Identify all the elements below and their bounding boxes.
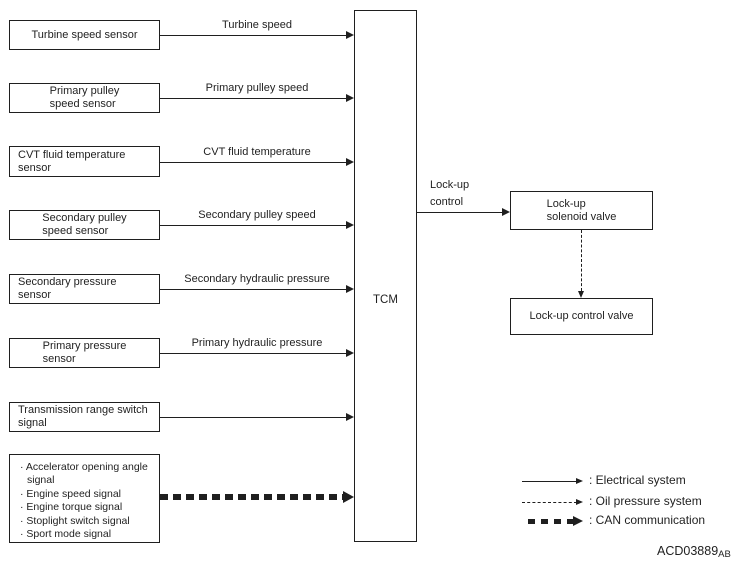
bullet-icon: · xyxy=(20,487,24,500)
signal-label-primary-pulley-speed: Primary pulley speed xyxy=(205,82,309,94)
list-item: · Stoplight switch signal xyxy=(16,515,155,528)
box-primary-pressure-sensor: Primary pressure sensor xyxy=(9,338,160,368)
box-label-line: Transmission range switch xyxy=(18,404,148,416)
box-lockup-solenoid-valve: Lock-up solenoid valve xyxy=(510,191,653,230)
box-label-line: Secondary pressure xyxy=(18,276,117,288)
list-item-label: Engine speed signal xyxy=(26,487,121,500)
list-item: · Accelerator opening angle signal xyxy=(16,461,155,488)
box-label-line: solenoid valve xyxy=(546,210,617,223)
box-label-line: Secondary pulley xyxy=(42,212,127,224)
box-label-line: speed sensor xyxy=(49,98,116,110)
box-transmission-range-switch-signal: Transmission range switch signal xyxy=(9,402,160,432)
box-secondary-pressure-sensor: Secondary pressure sensor xyxy=(9,274,160,304)
box-lockup-control-valve: Lock-up control valve xyxy=(510,298,653,335)
box-label-line: Primary pulley xyxy=(49,85,120,97)
arrow-oil-pressure-to-control-valve xyxy=(578,230,584,298)
legend-can-communication: : CAN communication xyxy=(520,512,732,530)
signal-label-primary-hydraulic-pressure: Primary hydraulic pressure xyxy=(191,337,323,349)
bullet-icon: · xyxy=(20,461,24,473)
legend-label: : Electrical system xyxy=(589,473,686,487)
bullet-icon: · xyxy=(20,514,24,527)
tcm-label: TCM xyxy=(373,294,398,306)
lockup-control-label-line: Lock-up xyxy=(430,179,470,191)
bullet-icon: · xyxy=(20,528,24,541)
box-label-line: speed sensor xyxy=(42,225,109,237)
list-item-label: Sport mode signal xyxy=(26,528,112,541)
signal-label-cvt-fluid-temperature: CVT fluid temperature xyxy=(203,146,311,158)
box-label-line: CVT fluid temperature xyxy=(18,148,126,161)
list-item-label: Stoplight switch signal xyxy=(26,514,130,527)
signal-label-turbine-speed: Turbine speed xyxy=(222,19,292,31)
box-label-line: sensor xyxy=(18,161,52,174)
box-label-line: Turbine speed sensor xyxy=(31,28,138,41)
lockup-control-label: Lock-up control xyxy=(430,177,469,211)
list-item: · Engine speed signal xyxy=(16,488,155,501)
figure-code: ACD03889AB xyxy=(657,544,731,560)
legend-electrical-system: : Electrical system xyxy=(520,472,732,490)
box-primary-pulley-speed-sensor: Primary pulley speed sensor xyxy=(9,83,160,113)
figure-code-suffix: AB xyxy=(718,549,731,560)
box-tcm: TCM xyxy=(354,10,417,542)
box-label-line: Primary pressure xyxy=(42,340,127,352)
bullet-icon: · xyxy=(20,501,24,514)
list-item-label: Accelerator opening angle signal xyxy=(25,461,148,487)
box-cvt-fluid-temperature-sensor: CVT fluid temperature sensor xyxy=(9,146,160,177)
lockup-control-label-line: control xyxy=(430,196,464,208)
list-item: · Sport mode signal xyxy=(16,528,155,541)
legend-oil-pressure-system: : Oil pressure system xyxy=(520,493,732,511)
figure-code-main: ACD03889 xyxy=(657,544,719,558)
box-secondary-pulley-speed-sensor: Secondary pulley speed sensor xyxy=(9,210,160,240)
box-label-line: sensor xyxy=(42,353,76,365)
signal-label-secondary-hydraulic-pressure: Secondary hydraulic pressure xyxy=(184,273,330,285)
list-item-label: Engine torque signal xyxy=(26,501,123,514)
box-label-line: Lock-up xyxy=(546,197,586,210)
legend-label: : Oil pressure system xyxy=(589,494,702,508)
box-label-line: sensor xyxy=(18,289,52,301)
signal-label-secondary-pulley-speed: Secondary pulley speed xyxy=(198,209,316,221)
box-label-line: signal xyxy=(18,417,47,429)
box-can-input-signals: · Accelerator opening angle signal · Eng… xyxy=(9,454,160,543)
box-label-line: Lock-up control valve xyxy=(529,310,634,322)
list-item: · Engine torque signal xyxy=(16,501,155,514)
legend-label: : CAN communication xyxy=(589,513,706,527)
box-turbine-speed-sensor: Turbine speed sensor xyxy=(9,20,160,50)
